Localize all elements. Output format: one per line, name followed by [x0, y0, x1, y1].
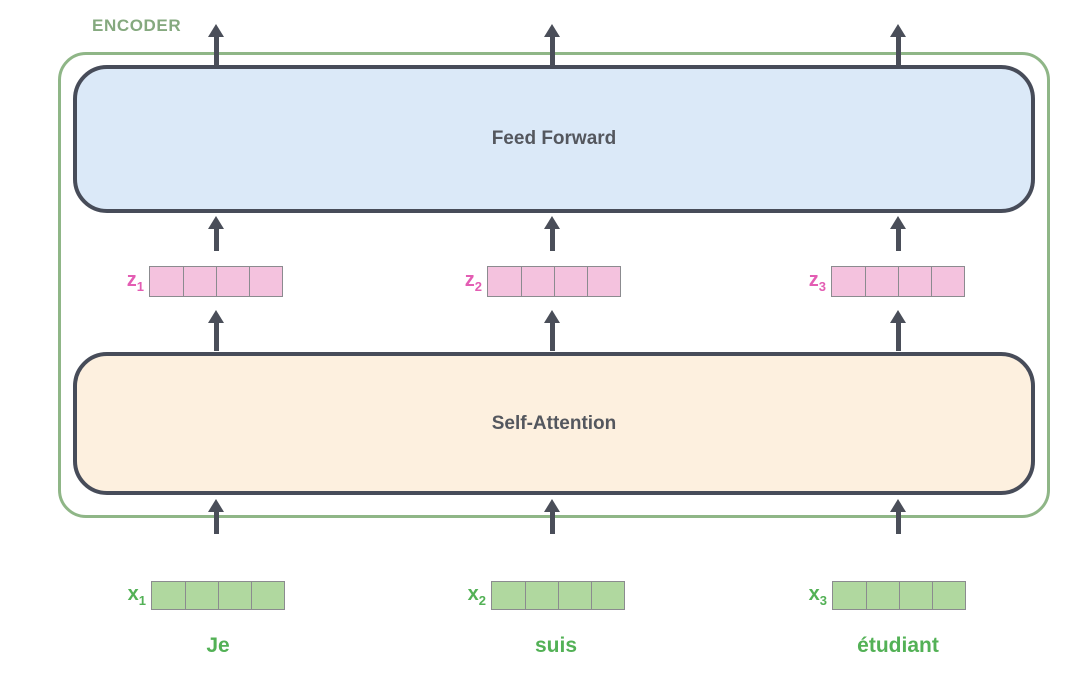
vector-cell	[932, 582, 965, 609]
arrow-stem	[213, 37, 219, 66]
vector-cell	[591, 582, 624, 609]
self-attention-block: Self-Attention	[73, 352, 1035, 495]
z2-vector	[487, 266, 621, 297]
z1-vector	[149, 266, 283, 297]
vector-cell	[833, 582, 866, 609]
vector-cell	[185, 582, 218, 609]
arrowhead	[208, 499, 224, 512]
vector-cell	[216, 267, 249, 296]
arrow-stem	[213, 323, 219, 351]
vector-cell	[249, 267, 282, 296]
x2-label: x2	[467, 583, 486, 608]
z1-vector-row: z1	[110, 266, 283, 297]
vector-cell	[150, 267, 183, 296]
up-arrow-icon	[544, 499, 560, 534]
arrow-stem	[213, 512, 219, 534]
up-arrow-icon	[890, 24, 906, 66]
x1-vector	[151, 581, 285, 610]
arrowhead	[544, 216, 560, 229]
arrow-stem	[213, 229, 219, 251]
arrowhead	[208, 216, 224, 229]
input-token-je: Je	[206, 634, 230, 657]
vector-cell	[521, 267, 554, 296]
x1-vector-row: x1	[112, 581, 285, 610]
vector-cell	[558, 582, 591, 609]
arrow-stem	[895, 512, 901, 534]
up-arrow-icon	[890, 310, 906, 351]
arrow-stem	[895, 229, 901, 251]
vector-cell	[898, 267, 931, 296]
arrow-stem	[549, 37, 555, 66]
vector-cell	[899, 582, 932, 609]
input-token-suis: suis	[534, 634, 578, 657]
up-arrow-icon	[208, 499, 224, 534]
vector-cell	[525, 582, 558, 609]
self-attention-label: Self-Attention	[491, 412, 617, 434]
up-arrow-icon	[890, 216, 906, 251]
x2-vector-row: x2	[452, 581, 625, 610]
vector-cell	[152, 582, 185, 609]
feed-forward-block: Feed Forward	[73, 65, 1035, 213]
arrowhead	[544, 24, 560, 37]
vector-cell	[488, 267, 521, 296]
vector-cell	[931, 267, 964, 296]
x1-label: x1	[127, 583, 146, 608]
feed-forward-label: Feed Forward	[491, 128, 617, 149]
arrow-stem	[895, 323, 901, 351]
arrow-stem	[549, 229, 555, 251]
z3-vector-row: z3	[792, 266, 965, 297]
z2-vector-row: z2	[448, 266, 621, 297]
vector-cell	[832, 267, 865, 296]
arrowhead	[208, 310, 224, 323]
vector-cell	[492, 582, 525, 609]
arrow-stem	[549, 512, 555, 534]
arrowhead	[544, 499, 560, 512]
vector-cell	[554, 267, 587, 296]
z3-vector	[831, 266, 965, 297]
x2-vector	[491, 581, 625, 610]
up-arrow-icon	[208, 310, 224, 351]
up-arrow-icon	[544, 216, 560, 251]
z1-label: z1	[126, 269, 144, 294]
x3-vector	[832, 581, 966, 610]
arrowhead	[544, 310, 560, 323]
up-arrow-icon	[544, 24, 560, 66]
vector-cell	[218, 582, 251, 609]
arrowhead	[890, 24, 906, 37]
x3-vector-row: x3	[793, 581, 966, 610]
arrow-stem	[549, 323, 555, 351]
arrowhead	[208, 24, 224, 37]
vector-cell	[866, 582, 899, 609]
arrowhead	[890, 310, 906, 323]
encoder-caption: ENCODER	[92, 16, 182, 35]
vector-cell	[251, 582, 284, 609]
up-arrow-icon	[544, 310, 560, 351]
up-arrow-icon	[208, 24, 224, 66]
arrowhead	[890, 216, 906, 229]
up-arrow-icon	[208, 216, 224, 251]
vector-cell	[587, 267, 620, 296]
z3-label: z3	[808, 269, 826, 294]
arrow-stem	[895, 37, 901, 66]
x3-label: x3	[808, 583, 827, 608]
arrowhead	[890, 499, 906, 512]
vector-cell	[183, 267, 216, 296]
up-arrow-icon	[890, 499, 906, 534]
input-token-etudiant: étudiant	[857, 634, 939, 657]
vector-cell	[865, 267, 898, 296]
z2-label: z2	[464, 269, 482, 294]
